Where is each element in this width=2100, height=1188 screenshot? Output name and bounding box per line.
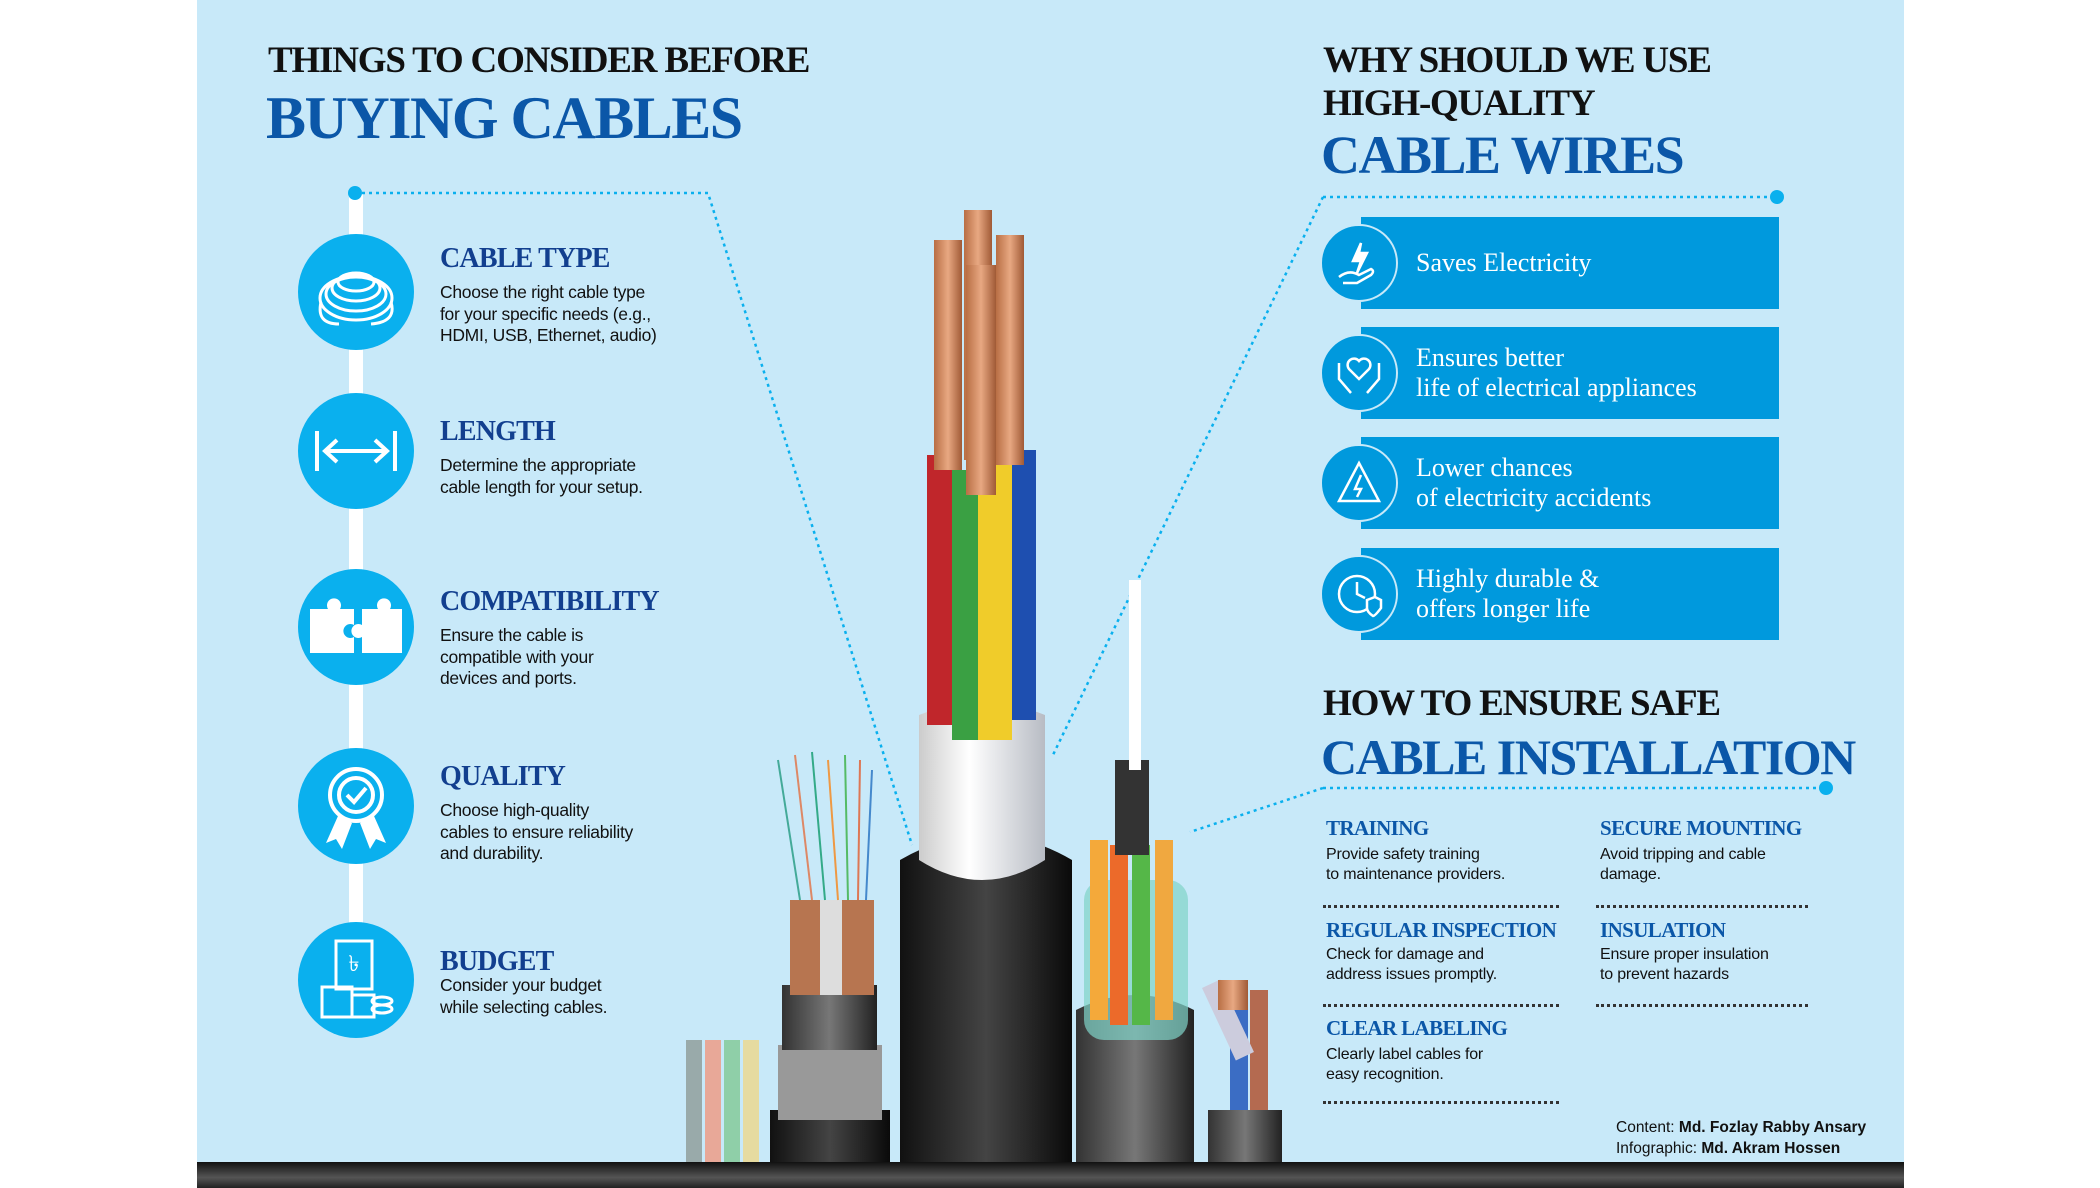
benefit-text: offers longer life [1416, 594, 1591, 623]
fiber-optic-cable [1076, 580, 1194, 1162]
credits: Content: Md. Fozlay Rabby Ansary Infogra… [1616, 1117, 1866, 1159]
benefit-text: Lower chances [1416, 453, 1573, 482]
text-line: Choose the right cable type [440, 282, 645, 302]
hand-lightning-icon [1320, 224, 1398, 302]
credit-name: Md. Akram Hossen [1701, 1140, 1841, 1157]
install-title-line1: HOW TO ENSURE SAFE [1323, 683, 1721, 724]
twin-cable [1202, 979, 1282, 1162]
credit-label: Content: [1616, 1119, 1675, 1136]
benefit-text: Highly durable & [1416, 564, 1600, 593]
item-text-budget: Consider your budget while selecting cab… [440, 975, 608, 1018]
credit-content: Content: Md. Fozlay Rabby Ansary [1616, 1117, 1866, 1138]
quality-badge-icon [298, 748, 414, 864]
divider [1596, 905, 1808, 908]
install-insulation: INSULATION Ensure proper insulation to p… [1600, 918, 1769, 985]
multi-pair-cable [770, 751, 890, 1162]
benefit-text: Saves Electricity [1416, 248, 1592, 277]
item-heading-compatibility: COMPATIBILITY [440, 586, 660, 617]
install-title-line2: CABLE INSTALLATION [1321, 729, 1856, 785]
install-text: damage. [1600, 866, 1661, 883]
leader-dot [1770, 190, 1784, 204]
install-text: Ensure proper insulation [1600, 946, 1769, 963]
left-title-line1: THINGS TO CONSIDER BEFORE [268, 40, 810, 81]
text-line: Ensure the cable is [440, 625, 584, 645]
install-text: to prevent hazards [1600, 966, 1729, 983]
warning-lightning-icon [1320, 444, 1398, 522]
text-line: compatible with your [440, 646, 594, 667]
text-line: HDMI, USB, Ethernet, audio) [440, 325, 657, 345]
item-heading-cable-type: CABLE TYPE [440, 243, 610, 274]
text-line: devices and ports. [440, 668, 577, 688]
text-line: cable length for your setup. [440, 476, 643, 497]
install-secure-mounting: SECURE MOUNTING Avoid tripping and cable… [1600, 816, 1802, 885]
bottom-band [197, 1162, 1904, 1188]
install-heading: REGULAR INSPECTION [1326, 918, 1557, 942]
leader-dot [1819, 781, 1833, 795]
clock-shield-icon [1320, 555, 1398, 633]
divider [1323, 905, 1559, 908]
benefit-text: of electricity accidents [1416, 483, 1652, 512]
text-line: while selecting cables. [440, 996, 608, 1017]
hands-heart-icon [1320, 334, 1398, 412]
credit-name: Md. Fozlay Rabby Ansary [1678, 1119, 1867, 1136]
benefit-text: life of electrical appliances [1416, 373, 1697, 402]
divider [1596, 1004, 1808, 1007]
right-title-line3: CABLE WIRES [1321, 125, 1685, 185]
divider [1323, 1004, 1559, 1007]
install-heading: TRAINING [1326, 816, 1429, 840]
credit-infographic: Infographic: Md. Akram Hossen [1616, 1138, 1866, 1159]
benefit-durable: Highly durable &offers longer life [1361, 548, 1779, 640]
install-text: Avoid tripping and cable [1600, 846, 1766, 863]
leader-lines [362, 191, 1826, 846]
text-line: cables to ensure reliability [440, 821, 633, 842]
install-text: Clearly label cables for [1326, 1046, 1484, 1063]
install-heading: INSULATION [1600, 918, 1726, 942]
right-title-line1: WHY SHOULD WE USE [1323, 40, 1712, 81]
install-clear-labeling: CLEAR LABELING Clearly label cables for … [1326, 1016, 1508, 1085]
install-text: address issues promptly. [1326, 966, 1497, 983]
length-arrows-icon [298, 393, 414, 509]
text-line: Choose high-quality [440, 800, 589, 820]
budget-calculator-icon: ৳ [298, 922, 414, 1038]
main-power-cable [900, 210, 1072, 1162]
install-text: Provide safety training [1326, 846, 1480, 863]
item-heading-length: LENGTH [440, 416, 556, 447]
item-text-length: Determine the appropriate cable length f… [440, 455, 643, 498]
divider [1323, 1101, 1559, 1104]
cable-coil-icon [298, 234, 414, 350]
item-text-cable-type: Choose the right cable type for your spe… [440, 282, 657, 347]
install-text: Check for damage and [1326, 946, 1484, 963]
install-regular-inspection: REGULAR INSPECTION Check for damage and … [1326, 918, 1557, 985]
item-text-quality: Choose high-quality cables to ensure rel… [440, 800, 633, 865]
svg-text:৳: ৳ [349, 952, 360, 977]
install-training: TRAINING Provide safety training to main… [1326, 816, 1505, 885]
timeline-dot [348, 186, 362, 200]
text-line: and durability. [440, 843, 544, 863]
item-heading-budget: BUDGET [440, 946, 554, 977]
install-heading: CLEAR LABELING [1326, 1016, 1508, 1040]
text-line: for your specific needs (e.g., [440, 303, 651, 324]
install-heading: SECURE MOUNTING [1600, 816, 1802, 840]
benefit-saves-electricity: Saves Electricity [1361, 217, 1779, 309]
text-line: Consider your budget [440, 975, 602, 995]
text-line: Determine the appropriate [440, 455, 636, 475]
item-text-compatibility: Ensure the cable is compatible with your… [440, 625, 594, 690]
right-title-line2: HIGH-QUALITY [1323, 83, 1596, 124]
item-heading-quality: QUALITY [440, 761, 566, 792]
puzzle-icon [298, 569, 414, 685]
left-title-line2: BUYING CABLES [266, 85, 743, 151]
install-text: to maintenance providers. [1326, 866, 1506, 883]
install-text: easy recognition. [1326, 1066, 1444, 1083]
credit-label: Infographic: [1616, 1140, 1697, 1157]
benefit-text: Ensures better [1416, 343, 1565, 372]
small-cables [686, 1040, 759, 1162]
